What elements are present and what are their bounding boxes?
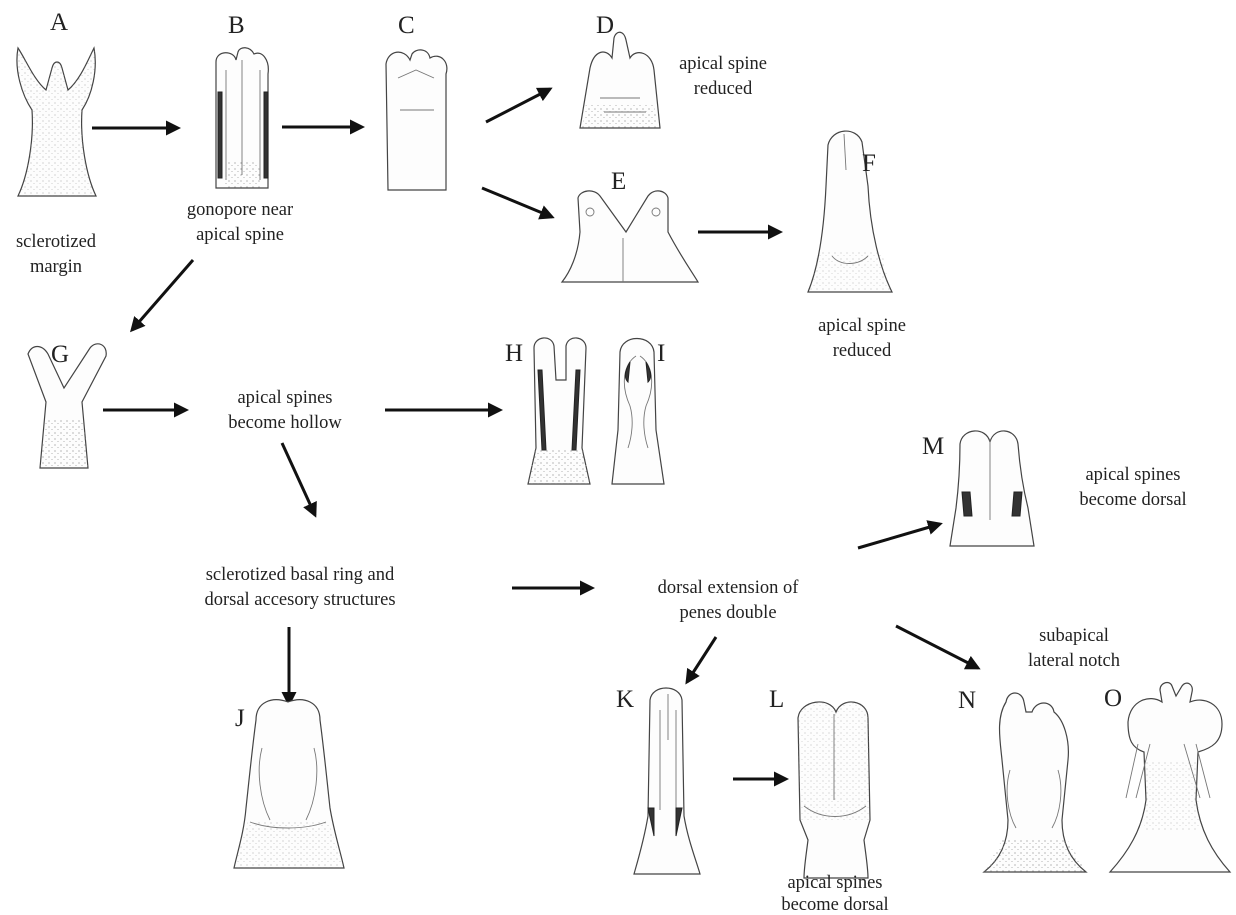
arrow-c-d xyxy=(486,89,550,122)
arrow-c-e xyxy=(482,188,552,217)
label-n: N xyxy=(958,687,976,714)
figure-e xyxy=(562,191,698,282)
caption-l-line1: apical spines xyxy=(787,873,882,893)
arrow-hollow-basal xyxy=(282,443,315,515)
figure-d xyxy=(580,32,660,128)
caption-dorsal-line1: dorsal extension of xyxy=(658,578,800,598)
figure-f xyxy=(808,131,892,292)
figure-l xyxy=(798,702,870,878)
caption-center-line1: sclerotized basal ring and xyxy=(206,565,395,585)
caption-a-line1: sclerotized xyxy=(16,232,97,252)
label-h: H xyxy=(505,340,523,367)
caption-d-line2: reduced xyxy=(694,79,753,99)
caption-a-line2: margin xyxy=(30,257,82,277)
label-e: E xyxy=(611,168,626,195)
caption-notch-line2: lateral notch xyxy=(1028,651,1120,671)
label-g: G xyxy=(51,341,69,368)
figure-b xyxy=(216,48,268,188)
caption-f-line1: apical spine xyxy=(818,316,906,336)
label-j: J xyxy=(235,705,245,732)
label-o: O xyxy=(1104,685,1122,712)
figure-c xyxy=(386,50,447,190)
label-i: I xyxy=(657,340,665,367)
label-a: A xyxy=(50,9,68,36)
caption-b-line1: gonopore near xyxy=(187,200,293,220)
figure-m xyxy=(950,431,1034,546)
label-d: D xyxy=(596,12,614,39)
caption-m-line1: apical spines xyxy=(1085,465,1180,485)
figure-a xyxy=(17,48,96,196)
label-f: F xyxy=(862,150,876,177)
figure-h xyxy=(528,338,590,484)
caption-l-line2: become dorsal xyxy=(781,895,888,915)
caption-f-line2: reduced xyxy=(833,341,892,361)
label-m: M xyxy=(922,433,944,460)
caption-m-line2: become dorsal xyxy=(1079,490,1186,510)
caption-d-line1: apical spine xyxy=(679,54,767,74)
arrow-dorsal-m xyxy=(858,524,940,548)
caption-center-line2: dorsal accesory structures xyxy=(204,590,395,610)
figure-j xyxy=(234,700,344,868)
label-c: C xyxy=(398,12,415,39)
caption-g-line1: apical spines xyxy=(237,388,332,408)
label-k: K xyxy=(616,686,634,713)
caption-notch-line1: subapical xyxy=(1039,626,1109,646)
caption-g-line2: become hollow xyxy=(228,413,342,433)
figure-n xyxy=(984,693,1086,872)
arrow-dorsal-k xyxy=(687,637,716,682)
arrow-b-g xyxy=(132,260,193,330)
label-b: B xyxy=(228,12,245,39)
figure-o xyxy=(1110,683,1230,872)
caption-dorsal-line2: penes double xyxy=(679,603,776,623)
figure-k xyxy=(634,688,700,874)
caption-b-line2: apical spine xyxy=(196,225,284,245)
arrow-dorsal-n xyxy=(896,626,978,668)
label-l: L xyxy=(769,686,784,713)
